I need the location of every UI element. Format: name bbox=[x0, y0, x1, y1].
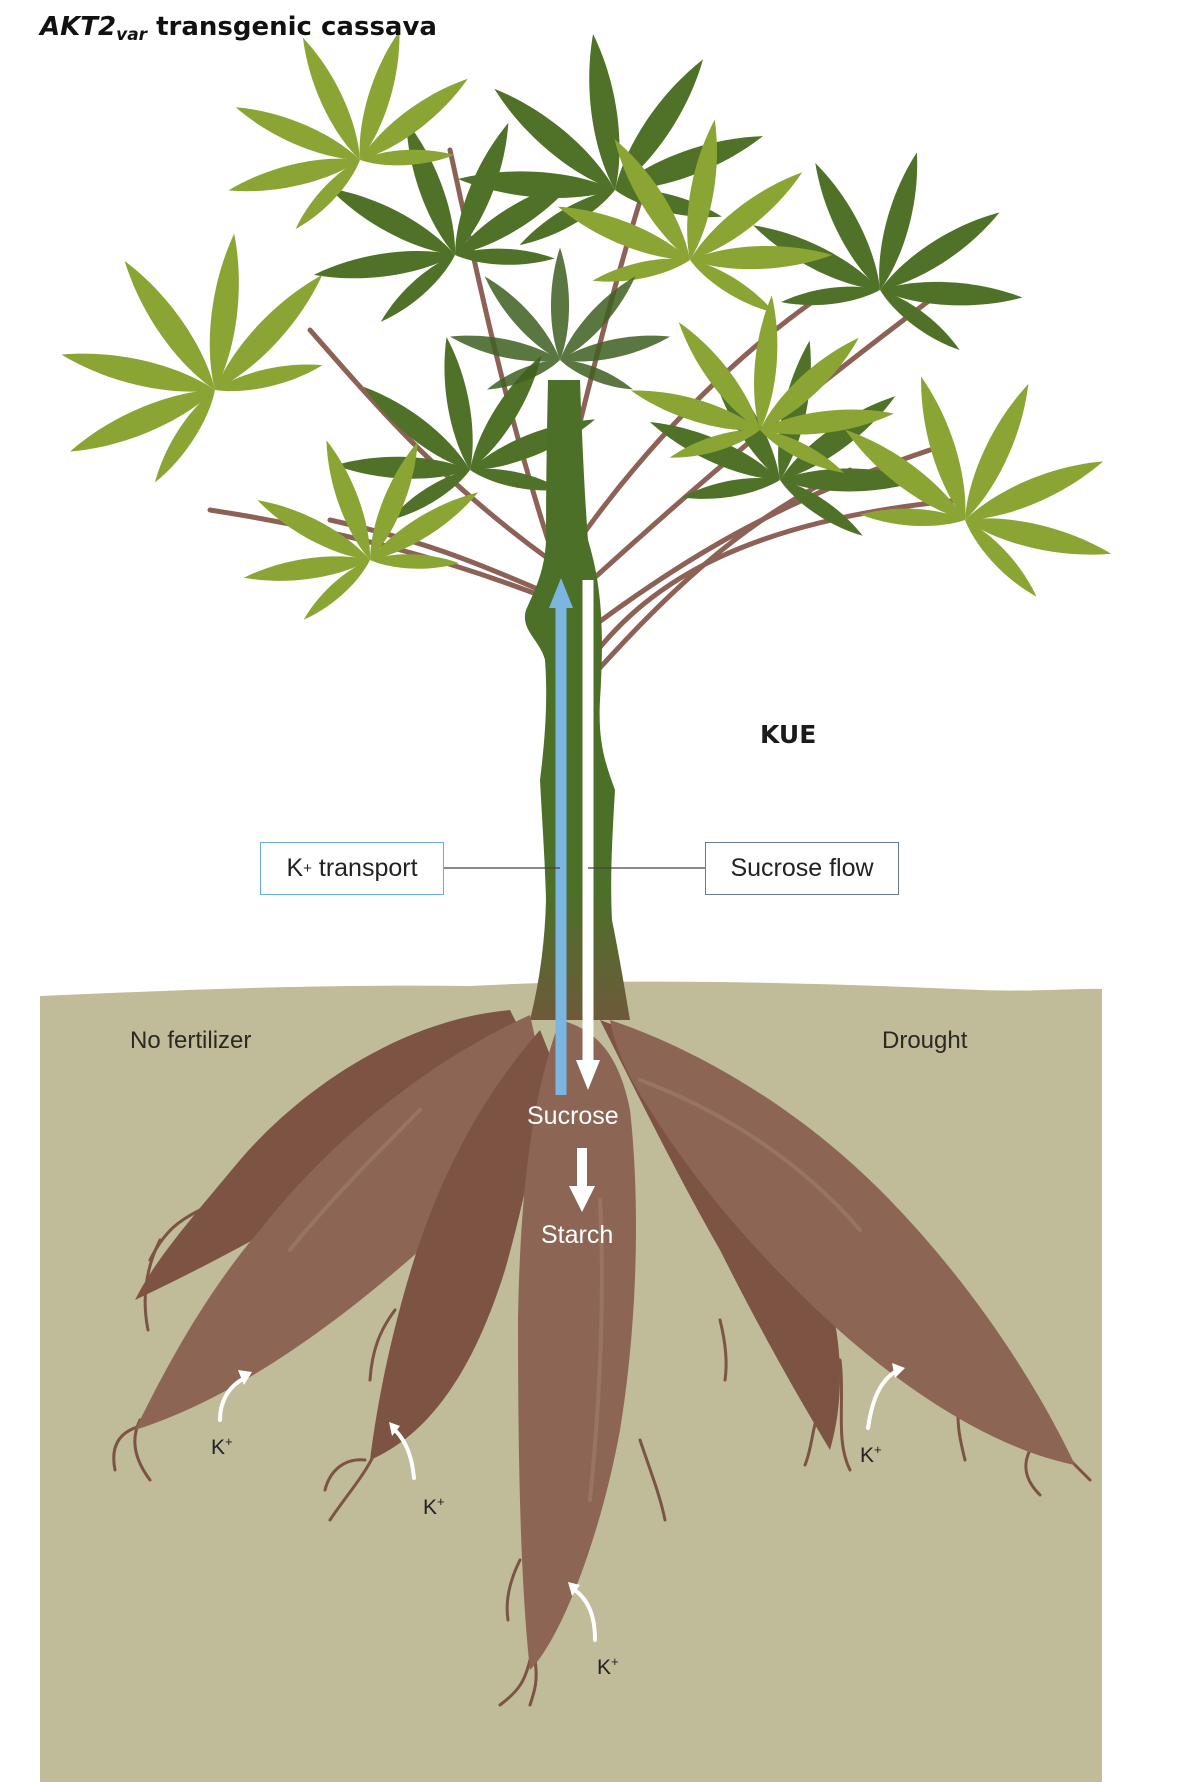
sucrose-flow-text: Sucrose flow bbox=[730, 854, 874, 882]
figure-title: AKT2var transgenic cassava bbox=[40, 12, 437, 45]
k-ion-symbol: K bbox=[211, 1436, 226, 1459]
k-ion-charge: + bbox=[874, 1442, 882, 1457]
k-ion-label: K+ bbox=[211, 1434, 233, 1460]
k-transport-box: K+ transport bbox=[260, 842, 444, 895]
gene-subscript: var bbox=[116, 25, 148, 45]
k-ion-label: K+ bbox=[597, 1654, 619, 1680]
k-uptake-arrowheads bbox=[238, 1363, 905, 1596]
title-rest: transgenic cassava bbox=[147, 12, 437, 42]
k-ion-label: K+ bbox=[423, 1494, 445, 1520]
starch-label: Starch bbox=[541, 1221, 614, 1249]
sucrose-label: Sucrose bbox=[527, 1102, 619, 1130]
no-fertilizer-label: No fertilizer bbox=[130, 1027, 252, 1054]
k-transport-text: transport bbox=[311, 854, 418, 882]
k-ion-charge: + bbox=[611, 1654, 619, 1669]
k-uptake-arrows bbox=[218, 1368, 900, 1642]
k-ion-label: K+ bbox=[860, 1442, 882, 1468]
sucrose-flow-box: Sucrose flow bbox=[705, 842, 899, 895]
sucrose-flow-arrow bbox=[576, 580, 600, 1090]
kue-label: KUE bbox=[760, 720, 817, 749]
stem bbox=[524, 380, 630, 1020]
k-ion-symbol: K bbox=[597, 1656, 612, 1679]
k-ion-symbol: K bbox=[860, 1444, 875, 1467]
k-transport-charge: + bbox=[303, 860, 312, 877]
k-ion-symbol: K bbox=[423, 1496, 438, 1519]
k-transport-ion: K bbox=[286, 854, 304, 882]
gene-name: AKT2 bbox=[40, 12, 117, 42]
roots bbox=[112, 1010, 1092, 1707]
k-ion-charge: + bbox=[437, 1494, 445, 1509]
starch-conversion-arrow bbox=[569, 1148, 595, 1212]
k-ion-charge: + bbox=[225, 1434, 233, 1449]
k-transport-arrow bbox=[549, 578, 573, 1095]
drought-label: Drought bbox=[882, 1027, 968, 1054]
